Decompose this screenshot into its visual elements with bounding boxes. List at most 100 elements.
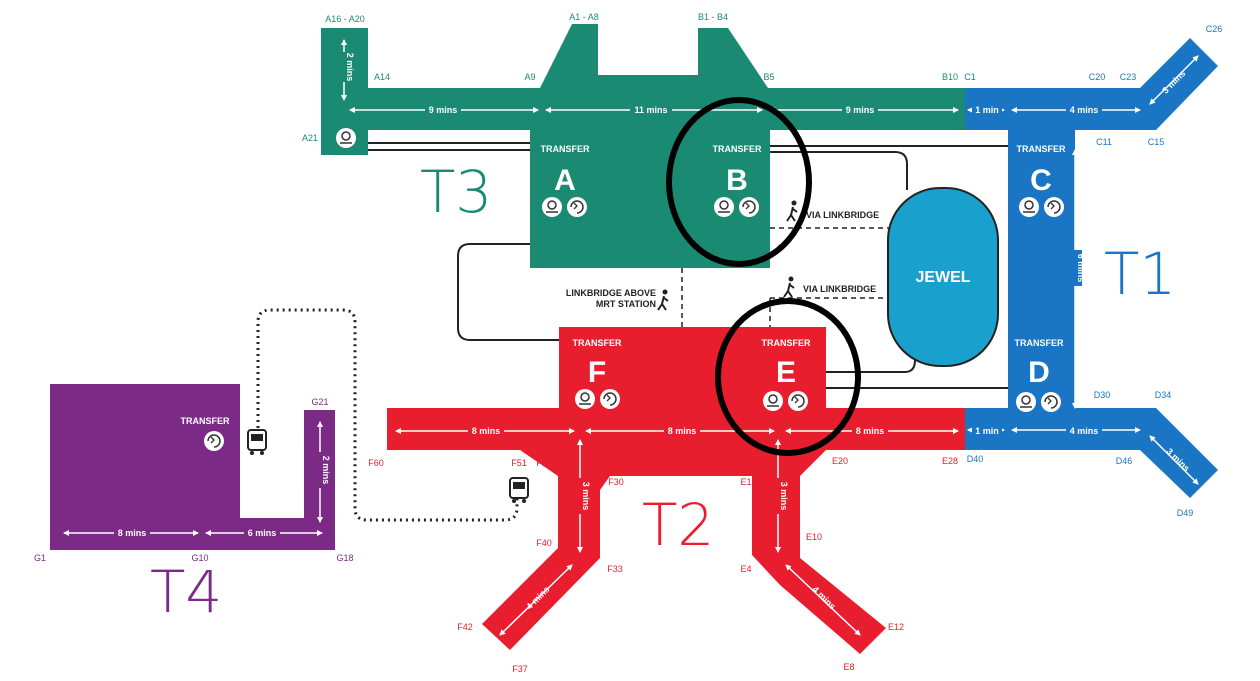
walk-time-t1-d40-d46: 4 mins [1070, 426, 1099, 436]
mrt-linkbridge-label-line2: MRT STATION [596, 299, 656, 309]
transfer-b-letter: B [726, 164, 748, 197]
gate-label: C26 [1206, 24, 1223, 34]
baggage-transfer-icon [204, 431, 224, 451]
gate-label: E4 [740, 564, 751, 574]
terminal-label-t1: T1 [1104, 240, 1176, 308]
security-screening-icon [336, 128, 356, 148]
security-screening-icon [542, 197, 562, 217]
gate-label: C15 [1148, 137, 1165, 147]
walk-time-t2-f-e: 8 mins [668, 426, 697, 436]
security-screening-icon [763, 391, 783, 411]
skytrain-link-t3-t1-top [770, 151, 908, 190]
arrow-t1-c-spur [1149, 55, 1199, 105]
walk-time-t1-c1-c20: 4 mins [1070, 105, 1099, 115]
gate-label: A9 [524, 72, 535, 82]
terminal-label-t2: T2 [642, 491, 714, 559]
walk-time-t3-a9-b5: 11 mins [634, 105, 667, 115]
security-screening-icon [1019, 197, 1039, 217]
baggage-transfer-icon [788, 391, 808, 411]
security-screening-icon [1016, 392, 1036, 412]
bus-icon [247, 429, 267, 455]
transfer-b-heading: TRANSFER [713, 144, 762, 154]
transfer-e-heading: TRANSFER [762, 338, 811, 348]
baggage-transfer-icon [600, 389, 620, 409]
t4-building [50, 384, 335, 550]
transfer-area-f[interactable]: TRANSFER F [573, 338, 622, 409]
gate-label: F51 [511, 458, 527, 468]
annotation-circle-transfer-e [715, 298, 861, 456]
walking-person-icon [786, 200, 798, 222]
walk-time-t3-spur: 2 mins [345, 53, 355, 82]
gate-label: D46 [1116, 456, 1133, 466]
gate-label: D40 [967, 454, 984, 464]
gate-labels-t2: F60 F51 F50 E20 E28 F30 E1 F40 E10 F33 E… [368, 456, 958, 674]
via-linkbridge-label: VIA LINKBRIDGE [803, 284, 876, 294]
gate-label: A14 [374, 72, 390, 82]
walking-person-icon [783, 276, 795, 298]
baggage-transfer-icon [567, 197, 587, 217]
gate-label: F42 [457, 622, 473, 632]
gate-label: E10 [806, 532, 822, 542]
gate-label: B1 - B4 [698, 12, 728, 22]
gate-label: G21 [311, 397, 328, 407]
transfer-a-heading: TRANSFER [541, 144, 590, 154]
transfer-area-a[interactable]: TRANSFER A [541, 144, 590, 217]
walk-time-t2-e-e20: 8 mins [856, 426, 885, 436]
gate-labels-t3: A16 - A20 A1 - A8 B1 - B4 A14 A9 B5 B10 … [302, 12, 958, 143]
bus-icon [509, 477, 529, 503]
walk-time-t3-b5-b10: 9 mins [846, 105, 875, 115]
walking-person-icon [657, 289, 669, 311]
walk-time-t3-a14-a9: 9 mins [429, 105, 458, 115]
gate-label: E12 [888, 622, 904, 632]
jewel-building [887, 187, 999, 367]
t1-building [965, 38, 1218, 498]
transfer-area-t4[interactable]: TRANSFER [181, 416, 230, 451]
transfer-area-d[interactable]: TRANSFER D [1015, 338, 1064, 412]
transfer-area-b[interactable]: TRANSFER B [713, 144, 762, 217]
gate-label: E8 [843, 662, 854, 672]
baggage-transfer-icon [1044, 197, 1064, 217]
gate-label: G10 [191, 553, 208, 563]
t3-building [321, 24, 965, 268]
gate-label: C1 [964, 72, 976, 82]
transfer-e-letter: E [776, 356, 796, 389]
walk-time-t4-spur: 2 mins [321, 456, 331, 485]
transfer-area-c[interactable]: TRANSFER C [1017, 144, 1066, 217]
arrow-t2-e-spur [785, 564, 861, 636]
arrow-t1-d-spur [1149, 435, 1199, 485]
gate-label: F50 [536, 458, 552, 468]
via-linkbridge-label: VIA LINKBRIDGE [806, 210, 879, 220]
gate-label: F40 [536, 538, 552, 548]
gate-labels-t4: G21 G1 G10 G18 [34, 397, 354, 563]
gate-label: D30 [1094, 390, 1111, 400]
gate-label: B10 [942, 72, 958, 82]
transfer-area-e[interactable]: TRANSFER E [762, 338, 811, 411]
walk-time-t1-c-d: 6 mins [1076, 254, 1086, 283]
walk-time-t2-f60-f: 8 mins [472, 426, 501, 436]
gate-labels-t1: C1 C20 C23 C26 C11 C15 D30 D34 D40 D46 D… [964, 24, 1222, 518]
gate-label: G18 [336, 553, 353, 563]
transfer-t4-heading: TRANSFER [181, 416, 230, 426]
transfer-c-letter: C [1030, 164, 1052, 197]
gate-label: C20 [1089, 72, 1106, 82]
gate-label: F60 [368, 458, 384, 468]
baggage-transfer-icon [1041, 392, 1061, 412]
security-screening-icon [575, 389, 595, 409]
gate-label: E20 [832, 456, 848, 466]
walk-time-t4-g1-g10: 8 mins [118, 528, 147, 538]
walk-time-t4-g10-g18: 6 mins [248, 528, 277, 538]
gate-label: C23 [1120, 72, 1137, 82]
transfer-c-heading: TRANSFER [1017, 144, 1066, 154]
transfer-d-heading: TRANSFER [1015, 338, 1064, 348]
transfer-d-letter: D [1028, 356, 1050, 389]
mrt-linkbridge-label-line1: LINKBRIDGE ABOVE [566, 288, 656, 298]
gate-label: C11 [1096, 137, 1112, 147]
transfer-f-letter: F [588, 356, 606, 389]
walk-time-t1-bottom-link: 1 min [975, 426, 999, 436]
gate-label: E28 [942, 456, 958, 466]
skytrain-link-t3-t2 [457, 243, 560, 341]
gate-label: A1 - A8 [569, 12, 599, 22]
gate-label: E1 [740, 477, 751, 487]
gate-label: G1 [34, 553, 46, 563]
